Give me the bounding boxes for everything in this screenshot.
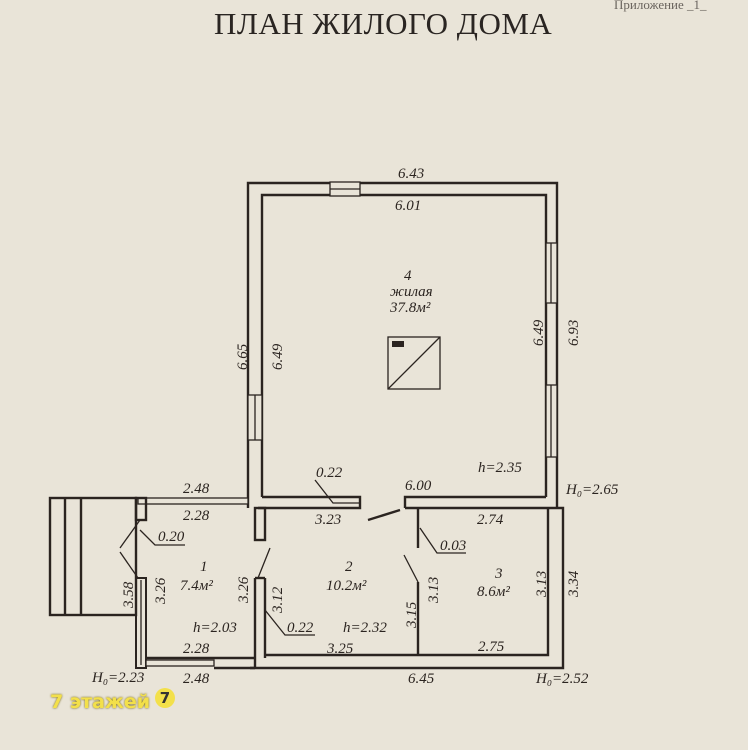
room-4-walls [246, 181, 559, 508]
dim-top-outer: 6.43 [398, 166, 424, 182]
dim-r2-bottom: 3.25 [326, 641, 354, 657]
dim-left-inner: 6.49 [270, 343, 286, 370]
dim-partition-thickness: 0.22 [316, 465, 343, 481]
interior-walls [253, 495, 557, 668]
dim-right-outer: 6.93 [566, 320, 582, 346]
room-4-area: 37.8м² [389, 300, 431, 316]
watermark-logo: 7 [155, 688, 175, 708]
room-4-number: 4 [404, 268, 412, 284]
dim-porch-inner: 2.28 [183, 508, 210, 524]
dim-r1-bottom-inner: 2.28 [183, 641, 210, 657]
dim-partition-len: 3.23 [314, 512, 341, 528]
page-title: ПЛАН ЖИЛОГО ДОМА [214, 6, 553, 41]
dim-r1-left-inner: 3.26 [153, 577, 169, 605]
room-1-area: 7.4м² [180, 578, 213, 594]
room-3-number: 3 [494, 566, 503, 582]
dim-r3-top: 2.74 [477, 512, 504, 528]
dim-r2-left: 3.12 [270, 586, 286, 614]
stove-icon [387, 336, 441, 390]
level-right-bottom: H₀=2.52 [535, 671, 589, 687]
dim-r1-right: 3.26 [236, 576, 252, 604]
porch [48, 496, 138, 617]
dim-r3-wall: 0.03 [440, 538, 466, 554]
dim-porch-outer: 2.48 [183, 481, 210, 497]
room-2-area: 10.2м² [326, 578, 367, 594]
dim-r3-left: 3.13 [426, 577, 442, 604]
dim-top-inner: 6.01 [395, 198, 421, 214]
room-2-height: h=2.32 [343, 620, 387, 636]
room-3-walls [250, 506, 565, 670]
dim-r3-right: 3.13 [534, 571, 550, 598]
dim-r1-left-outer: 3.58 [121, 581, 137, 609]
dim-wall-020: 0.20 [158, 529, 185, 545]
level-left: H₀=2.23 [91, 670, 144, 686]
level-right-top: H₀=2.65 [565, 482, 619, 498]
leader-lines [139, 479, 466, 636]
dim-r2-right: 3.15 [404, 601, 420, 629]
dim-r2-wall: 0.22 [287, 620, 314, 636]
room-1-number: 1 [200, 559, 208, 575]
room-4-type: жилая [390, 284, 433, 300]
room-3-area: 8.6м² [477, 584, 510, 600]
dim-left-outer: 6.65 [235, 343, 251, 370]
watermark-text: 7 этажей [50, 691, 151, 713]
room-1-height: h=2.03 [193, 620, 237, 636]
appendix-label: Приложение _1_ [614, 0, 707, 12]
dim-right-inner: 6.49 [531, 319, 547, 346]
dim-r1-bottom-outer: 2.48 [183, 671, 210, 687]
room-4-height: h=2.35 [478, 460, 522, 476]
dim-partition-right: 6.00 [405, 478, 432, 494]
room-2-number: 2 [345, 559, 353, 575]
dim-r3-outer: 3.34 [566, 570, 582, 598]
dim-bottom-outer: 6.45 [408, 671, 435, 687]
dim-r3-bottom: 2.75 [478, 639, 505, 655]
